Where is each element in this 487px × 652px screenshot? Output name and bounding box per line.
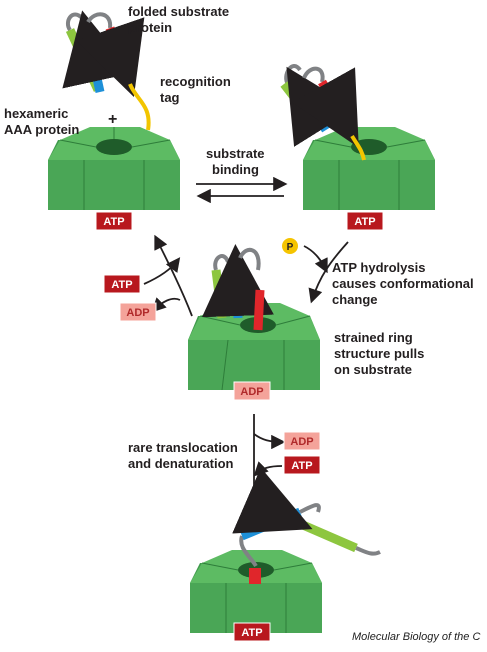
- label-atp-hydrolysis: ATP hydrolysis causes conformational cha…: [332, 260, 474, 307]
- recognition-tag-1: [128, 83, 151, 131]
- svg-text:ATP hydrolysis: ATP hydrolysis: [332, 260, 425, 275]
- adp-badge-released: ADP: [283, 431, 321, 451]
- svg-text:ATP: ATP: [111, 279, 132, 291]
- atp-badge-ring-4: ATP: [233, 622, 271, 642]
- svg-text:tag: tag: [160, 90, 180, 105]
- substrate-binding-arrows: [196, 176, 288, 204]
- adp-label: ADP: [240, 386, 263, 398]
- svg-text:binding: binding: [212, 162, 259, 177]
- plus-sign: +: [108, 111, 117, 128]
- phosphate-icon: P: [282, 238, 298, 254]
- source-credit: Molecular Biology of the C: [352, 631, 480, 643]
- svg-text:folded substrate: folded substrate: [128, 4, 229, 19]
- atp-badge-left: ATP: [103, 274, 141, 294]
- denatured-substrate-protein: [232, 467, 381, 568]
- atp-badge-ring-1: ATP: [95, 211, 133, 231]
- svg-text:change: change: [332, 292, 378, 307]
- svg-text:and denaturation: and denaturation: [128, 456, 234, 471]
- atp-badge-ring-2: ATP: [346, 211, 384, 231]
- folded-substrate-protein-1: [62, 10, 151, 131]
- svg-text:ADP: ADP: [290, 436, 313, 448]
- adp-badge-ring-3: ADP: [233, 381, 271, 401]
- atp-badge-bound: ATP: [283, 455, 321, 475]
- label-strained-ring: strained ring structure pulls on substra…: [334, 330, 424, 377]
- atp-label: ATP: [354, 216, 375, 228]
- strained-hexameric-ring: [188, 303, 320, 391]
- atp-label: ATP: [103, 216, 124, 228]
- hexameric-ring-2: [303, 127, 435, 210]
- svg-text:rare translocation: rare translocation: [128, 440, 238, 455]
- atp-hydrolysis-arrow: [303, 241, 349, 304]
- svg-text:P: P: [287, 242, 294, 253]
- adp-badge-left: ADP: [119, 302, 157, 322]
- svg-text:strained ring: strained ring: [334, 330, 413, 345]
- svg-text:substrate: substrate: [206, 146, 265, 161]
- pulled-substrate-protein: [201, 244, 274, 331]
- bound-substrate-protein: [280, 64, 366, 161]
- svg-text:protein: protein: [128, 20, 172, 35]
- svg-text:hexameric: hexameric: [4, 106, 68, 121]
- svg-text:ADP: ADP: [126, 307, 149, 319]
- svg-text:recognition: recognition: [160, 74, 231, 89]
- translocation-arrow: [246, 414, 286, 522]
- svg-text:ATP: ATP: [291, 460, 312, 472]
- svg-text:on substrate: on substrate: [334, 362, 412, 377]
- hexameric-ring-4: [190, 550, 322, 633]
- svg-text:AAA protein: AAA protein: [4, 122, 79, 137]
- svg-text:structure pulls: structure pulls: [334, 346, 424, 361]
- label-folded-substrate: folded substrate protein: [128, 4, 229, 35]
- label-recognition-tag: recognition tag: [160, 74, 231, 105]
- label-rare-translocation: rare translocation and denaturation: [128, 440, 238, 471]
- hexameric-ring-1: [48, 127, 180, 210]
- label-substrate-binding: substrate binding: [206, 146, 265, 177]
- label-hexameric: hexameric AAA protein: [4, 106, 79, 137]
- svg-text:ATP: ATP: [241, 627, 262, 639]
- svg-text:causes conformational: causes conformational: [332, 276, 474, 291]
